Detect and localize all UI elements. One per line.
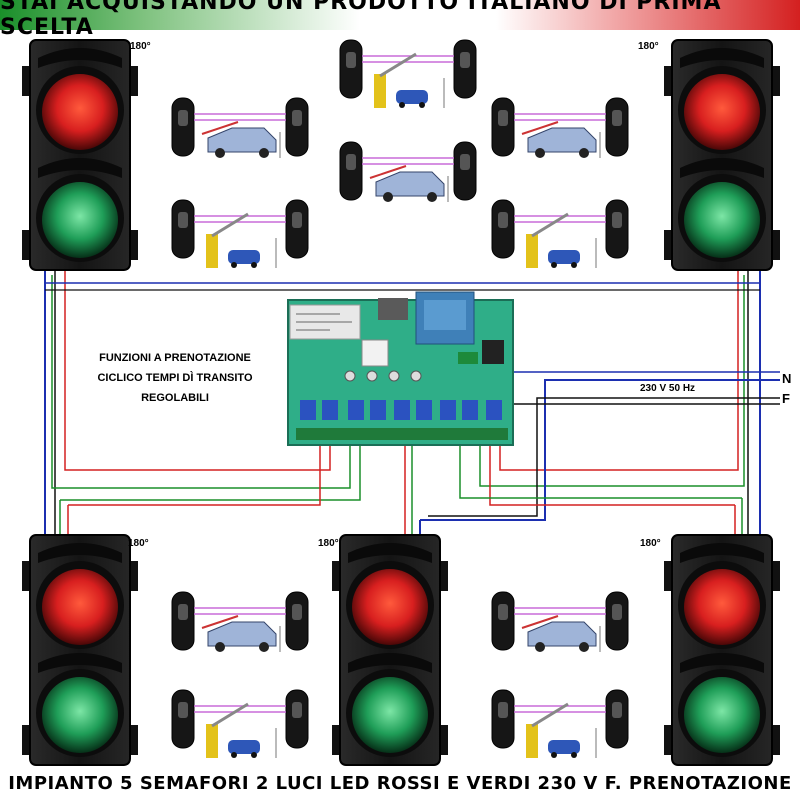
- traffic-light-bottom-left: [21, 534, 139, 766]
- footer-title: IMPIANTO 5 SEMAFORI 2 LUCI LED ROSSI E V…: [8, 772, 792, 794]
- wiring: [44, 270, 780, 540]
- photocell-top-right-1: [491, 97, 629, 159]
- photocell-bottom-right-2: [490, 688, 630, 760]
- traffic-light-top-right: [663, 39, 781, 271]
- photocell-mid-center: [339, 141, 477, 203]
- header-title: STAI ACQUISTANDO UN PRODOTTO ITALIANO DI…: [0, 0, 800, 40]
- photocell-top-left-1: [171, 97, 309, 159]
- supply-label: 230 V 50 Hz: [640, 383, 696, 394]
- rotation-label-top-right: 180°: [638, 41, 659, 52]
- rotation-label-bottom-right: 180°: [640, 538, 661, 549]
- functions-description: FUNZIONI A PRENOTAZIONE CICLICO TEMPI DÌ…: [70, 348, 280, 408]
- photocell-top-center: [338, 38, 478, 110]
- photocell-bottom-left-1: [171, 591, 309, 653]
- neutral-label: N: [782, 371, 792, 386]
- control-board: [287, 291, 514, 446]
- rotation-label-bottom-center: 180°: [318, 538, 339, 549]
- rotation-label-top-left: 180°: [130, 41, 151, 52]
- photocell-bottom-left-2: [170, 688, 310, 760]
- traffic-light-bottom-center: [331, 534, 449, 766]
- traffic-light-bottom-right: [663, 534, 781, 766]
- functions-line-3: REGOLABILI: [141, 392, 209, 404]
- photocell-top-right-2: [490, 198, 630, 270]
- functions-line-2: CICLICO TEMPI DÌ TRANSITO: [97, 372, 253, 384]
- traffic-light-top-left: [21, 39, 139, 271]
- photocell-top-left-2: [170, 198, 310, 270]
- functions-line-1: FUNZIONI A PRENOTAZIONE: [99, 352, 251, 364]
- phase-label: F: [782, 391, 790, 406]
- photocell-bottom-right-1: [491, 591, 629, 653]
- rotation-label-bottom-left: 180°: [128, 538, 149, 549]
